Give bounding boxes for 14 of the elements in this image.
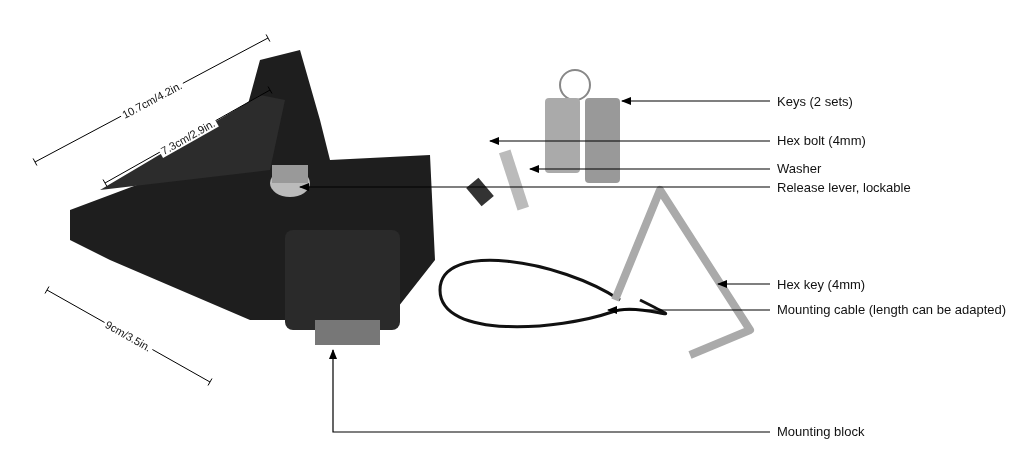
leader-line: [489, 137, 771, 145]
callout-text: Washer: [777, 161, 822, 177]
callout-text: Hex key (4mm): [777, 277, 866, 293]
leader-line: [607, 306, 771, 314]
callout-text: Release lever, lockable: [777, 180, 911, 196]
callout-text: Mounting block: [777, 424, 865, 440]
callout-text: Keys (2 sets): [777, 94, 853, 110]
leader-line: [621, 97, 771, 105]
leader-line: [329, 349, 771, 433]
leader-line: [529, 165, 771, 173]
leader-line: [299, 183, 771, 191]
callout-text: Hex bolt (4mm): [777, 133, 866, 149]
callout-text: Mounting cable (length can be adapted): [777, 302, 1007, 318]
leader-line: [717, 280, 771, 288]
